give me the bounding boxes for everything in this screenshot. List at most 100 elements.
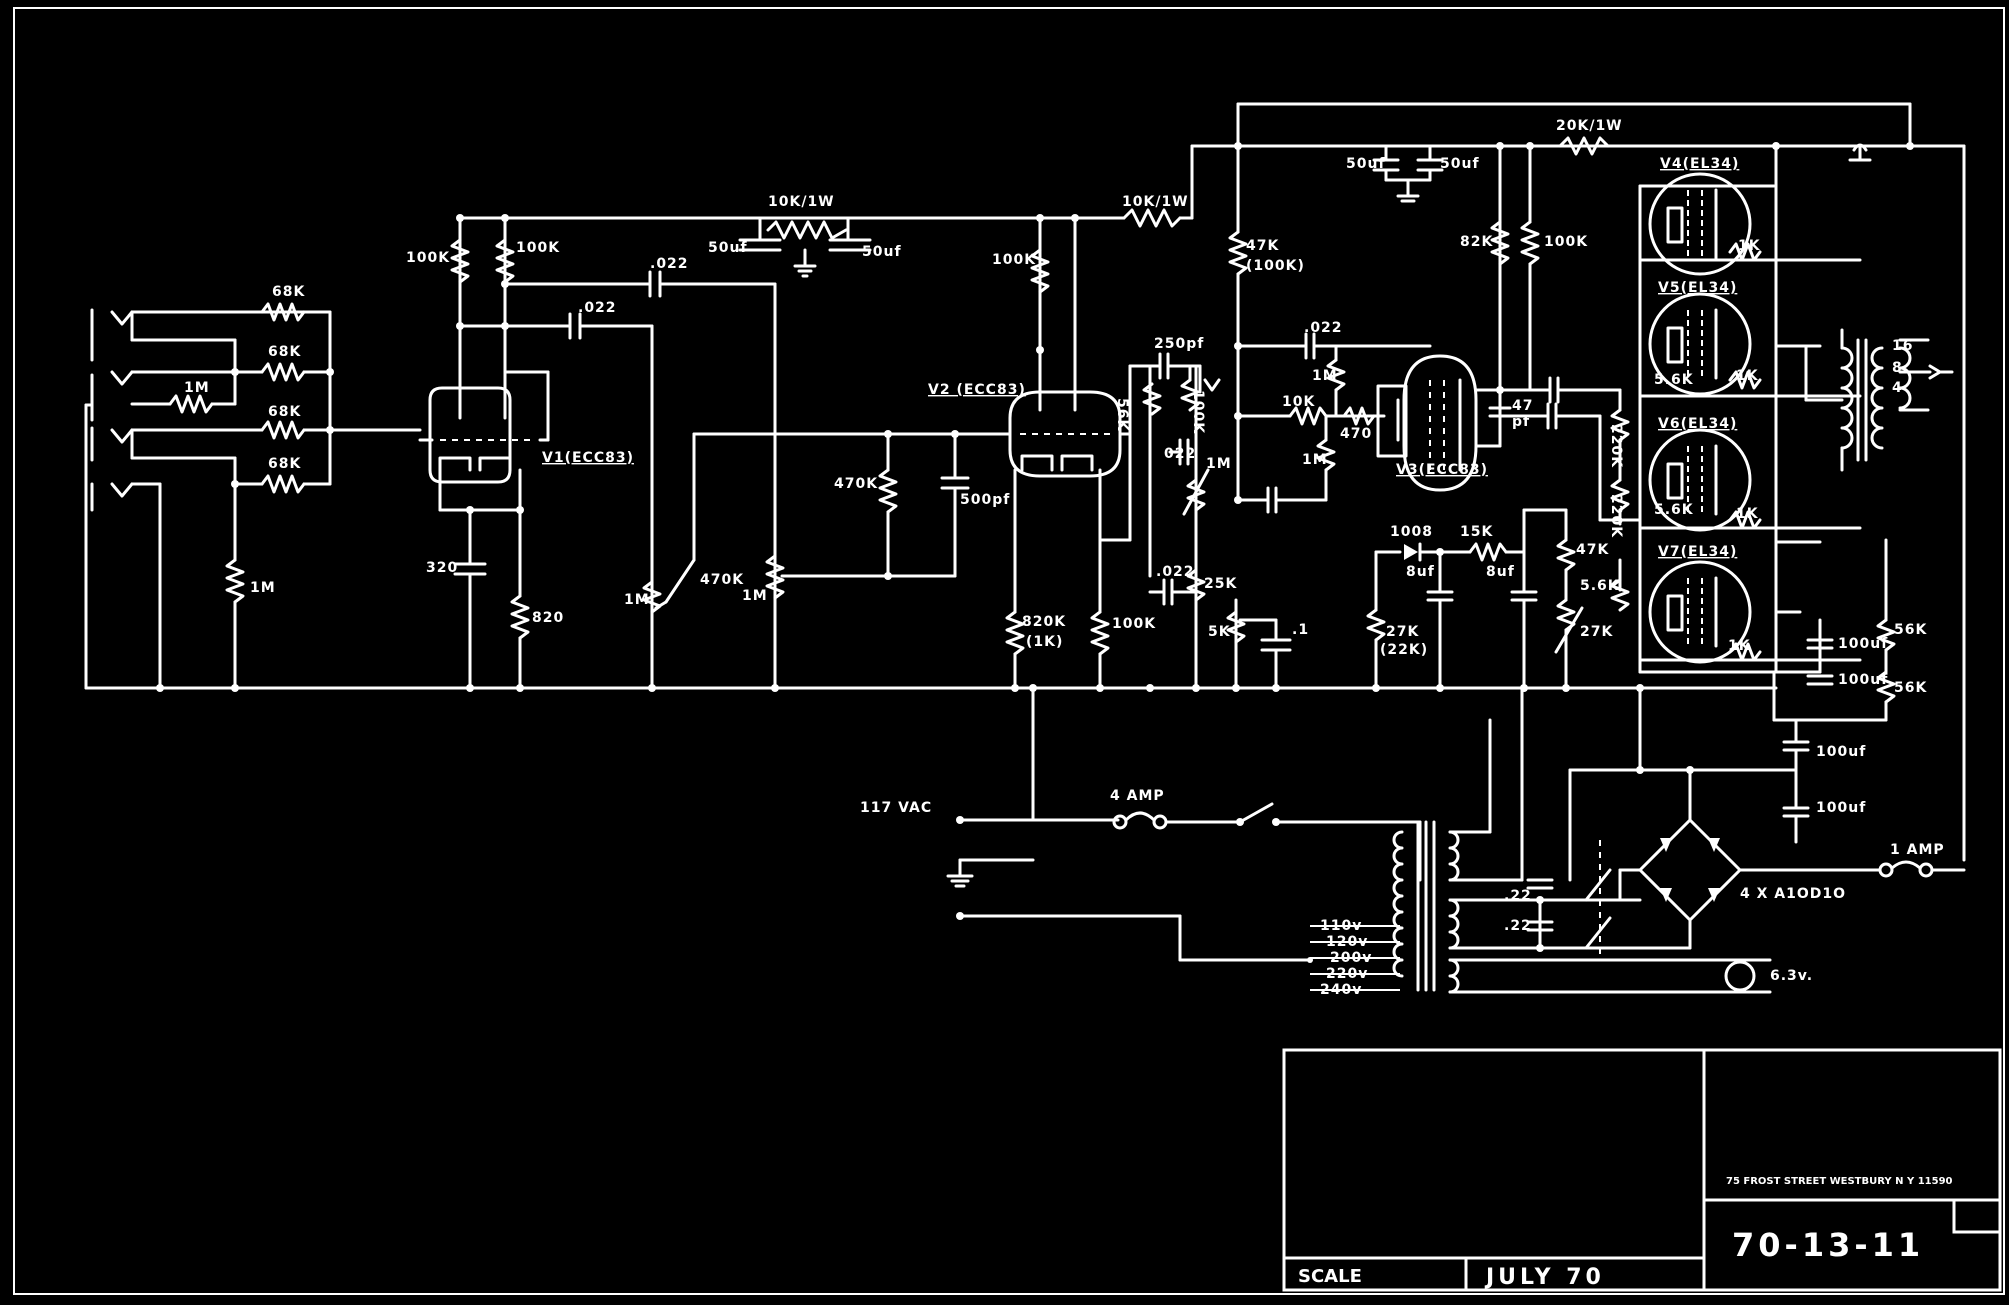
label-pot-1m-b: 1M bbox=[742, 588, 768, 604]
label-4amp: 4 AMP bbox=[1110, 788, 1165, 804]
label-c022-v3: .022 bbox=[1304, 320, 1343, 336]
label-pot-27k: 27K bbox=[1580, 624, 1613, 640]
voltage-selector bbox=[1307, 925, 1400, 991]
label-56k-v5: 5.6K bbox=[1654, 372, 1694, 388]
label-v6: V6(EL34) bbox=[1658, 416, 1737, 432]
label-1k-d: 1K bbox=[1728, 638, 1751, 654]
label-8uf-b: 8uf bbox=[1486, 564, 1515, 580]
label-100k-v2: 100K bbox=[992, 252, 1036, 268]
label-500pf: 500pf bbox=[960, 492, 1010, 508]
label-1m-input: 1M bbox=[184, 380, 210, 396]
label-pot-5k: 5K bbox=[1208, 624, 1231, 640]
label-c022-b: .022 bbox=[578, 300, 617, 316]
ground-junctions bbox=[156, 684, 1644, 692]
label-heater: 6.3v. bbox=[1770, 968, 1813, 984]
input-jacks bbox=[84, 308, 237, 690]
label-tap-4: 4 bbox=[1892, 380, 1903, 396]
label-1k-b: 1K bbox=[1736, 368, 1759, 384]
label-c022-tone2: .022 bbox=[1156, 564, 1195, 580]
label-c22-a: .22 bbox=[1504, 888, 1532, 904]
tube-v4 bbox=[1648, 172, 1752, 276]
label-100k-tone: 100K bbox=[1190, 390, 1206, 434]
label-1k-a: 1K bbox=[1738, 238, 1761, 254]
tube-v7 bbox=[1648, 560, 1752, 664]
title-block bbox=[1282, 1048, 2002, 1292]
label-10k-v3: 10K bbox=[1282, 394, 1315, 410]
label-50uf-c: 50uf bbox=[1346, 156, 1386, 172]
label-v2: V2 (ECC83) bbox=[928, 382, 1026, 398]
label-47k-main: 47K bbox=[1246, 238, 1279, 254]
label-10k-1w-a: 10K/1W bbox=[768, 194, 835, 210]
label-56k-f2: 56K bbox=[1894, 680, 1927, 696]
label-100uf-a: 100uf bbox=[1838, 636, 1888, 652]
label-47k-alt: (100K) bbox=[1246, 258, 1305, 274]
label-68k-1: 68K bbox=[272, 284, 305, 300]
label-100k-a: 100K bbox=[406, 250, 450, 266]
label-820k-alt: (1K) bbox=[1026, 634, 1063, 650]
label-8uf-a: 8uf bbox=[1406, 564, 1435, 580]
label-v7: V7(EL34) bbox=[1658, 544, 1737, 560]
label-82k: 82K bbox=[1460, 234, 1493, 250]
label-15k: 15K bbox=[1460, 524, 1493, 540]
label-47pf: 47 bbox=[1512, 398, 1533, 414]
label-100k-pi: 100K bbox=[1544, 234, 1588, 250]
label-27k: 27K bbox=[1386, 624, 1419, 640]
label-tap-8: 8 bbox=[1892, 360, 1903, 376]
label-v3: V3(ECC83) bbox=[1396, 462, 1488, 478]
label-56k-tone: 56K bbox=[1114, 398, 1130, 431]
label-470k: 470K bbox=[834, 476, 878, 492]
label-1m-v3b: 1M bbox=[1302, 452, 1328, 468]
label-47k-b: 47K bbox=[1576, 542, 1609, 558]
power-transformer bbox=[1392, 820, 1460, 994]
label-c22-b: .22 bbox=[1504, 918, 1532, 934]
label-c-0-1: .1 bbox=[1292, 622, 1309, 638]
label-820k: 820K bbox=[1022, 614, 1066, 630]
drawing-number: 70-13-11 bbox=[1732, 1226, 1924, 1264]
label-250pf: 250pf bbox=[1154, 336, 1204, 352]
label-1k-c: 1K bbox=[1736, 506, 1759, 522]
label-20k-1w: 20K/1W bbox=[1556, 118, 1623, 134]
label-470-v3: 470 bbox=[1340, 426, 1372, 442]
label-pot-25k: 25K bbox=[1204, 576, 1237, 592]
label-1m-v3: 1M bbox=[1312, 368, 1338, 384]
label-117vac: 117 VAC bbox=[860, 800, 932, 816]
label-100uf-c: 100uf bbox=[1816, 744, 1866, 760]
label-tap-16: 16 bbox=[1892, 338, 1913, 354]
label-100uf-b: 100uf bbox=[1838, 672, 1888, 688]
label-56k-v6: 5.6K bbox=[1654, 502, 1694, 518]
label-68k-4: 68K bbox=[268, 456, 301, 472]
label-1amp: 1 AMP bbox=[1890, 842, 1945, 858]
label-c320: 320 bbox=[426, 560, 458, 576]
label-68k-3: 68K bbox=[268, 404, 301, 420]
tube-v2 bbox=[1008, 216, 1132, 478]
label-v4: V4(EL34) bbox=[1660, 156, 1739, 172]
label-100k-b: 100K bbox=[516, 240, 560, 256]
label-50uf-d: 50uf bbox=[1440, 156, 1480, 172]
drawing-date: JULY 70 bbox=[1484, 1265, 1605, 1290]
label-1m-grid: 1M bbox=[250, 580, 276, 596]
label-50uf-a: 50uf bbox=[708, 240, 748, 256]
tube-v5 bbox=[1648, 292, 1752, 396]
company-address: 75 FROST STREET WESTBURY N Y 11590 bbox=[1726, 1176, 1953, 1187]
label-c022-tone: 022 bbox=[1164, 446, 1196, 462]
label-120v: 120v bbox=[1326, 934, 1368, 950]
label-50uf-b: 50uf bbox=[862, 244, 902, 260]
label-100k-v2b: 100K bbox=[1112, 616, 1156, 632]
label-820: 820 bbox=[532, 610, 564, 626]
label-c022-a: .022 bbox=[650, 256, 689, 272]
label-27k-alt: (22K) bbox=[1380, 642, 1428, 658]
label-pot-470k: 470K bbox=[700, 572, 744, 588]
label-240v: 240v bbox=[1320, 982, 1362, 998]
label-56k-b: 5.6K bbox=[1580, 578, 1620, 594]
label-100uf-d: 100uf bbox=[1816, 800, 1866, 816]
label-v1: V1(ECC83) bbox=[542, 450, 634, 466]
label-68k-2: 68K bbox=[268, 344, 301, 360]
label-200v: 200v bbox=[1330, 950, 1372, 966]
label-220k-a: 220K bbox=[1608, 424, 1624, 468]
scale-label: SCALE bbox=[1298, 1266, 1362, 1287]
label-47pf-unit: pf bbox=[1512, 414, 1530, 430]
label-pot-1m-tone: 1M bbox=[1206, 456, 1232, 472]
label-pot-1m-a: 1M bbox=[624, 592, 650, 608]
